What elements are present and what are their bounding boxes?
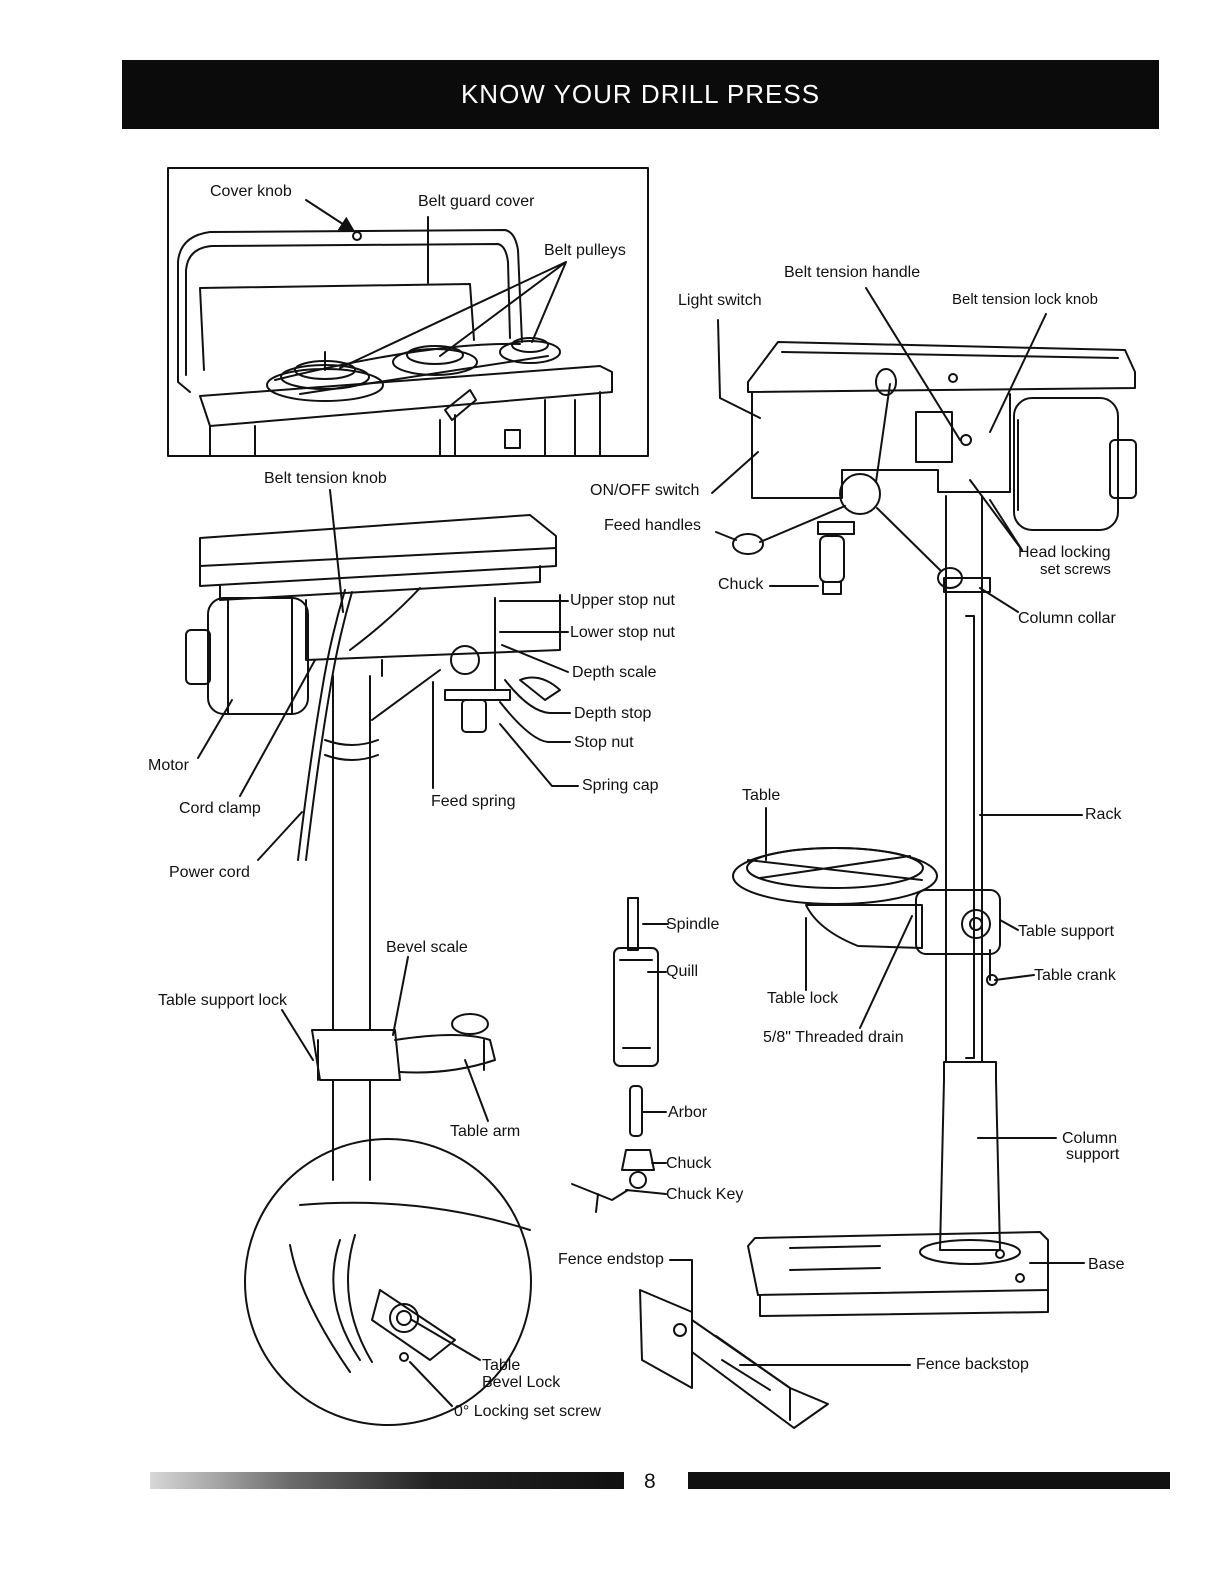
label-belt-guard-cover: Belt guard cover [418, 193, 535, 210]
label-stop-nut: Stop nut [574, 734, 634, 751]
label-table-support: Table support [1018, 923, 1115, 940]
label-belt-tension-lock-knob: Belt tension lock knob [952, 291, 1098, 308]
header-banner: KNOW YOUR DRILL PRESS [122, 60, 1159, 129]
footer-bar-left [150, 1472, 624, 1489]
label-rack: Rack [1085, 806, 1122, 823]
page-title: KNOW YOUR DRILL PRESS [460, 79, 821, 109]
label-column-support-line2: support [1066, 1146, 1120, 1163]
label-on-off-switch: ON/OFF switch [590, 482, 700, 499]
label-depth-scale: Depth scale [572, 664, 657, 681]
label-base: Base [1088, 1256, 1125, 1273]
label-belt-tension-knob: Belt tension knob [264, 470, 387, 487]
label-table-support-lock: Table support lock [158, 992, 287, 1009]
label-head-locking-line2: set screws [1040, 561, 1111, 578]
label-motor: Motor [148, 757, 189, 774]
label-arbor: Arbor [668, 1104, 708, 1121]
label-depth-stop: Depth stop [574, 705, 652, 722]
label-feed-spring: Feed spring [431, 793, 516, 810]
label-column-collar: Column collar [1018, 610, 1116, 627]
label-table-bevel-lock-line2: Bevel Lock [482, 1374, 561, 1391]
label-cord-clamp: Cord clamp [179, 800, 261, 817]
label-fence-endstop: Fence endstop [558, 1251, 664, 1268]
quill-parts [571, 897, 669, 1213]
label-power-cord: Power cord [169, 864, 250, 881]
label-fence-backstop: Fence backstop [916, 1356, 1029, 1373]
label-head-locking-line1: Head locking [1018, 544, 1111, 561]
label-chuck-top: Chuck [718, 576, 764, 593]
belt-guard-inset [167, 167, 649, 457]
label-cover-knob: Cover knob [210, 183, 292, 200]
label-table: Table [742, 787, 781, 804]
label-table-lock: Table lock [767, 990, 839, 1007]
label-spring-cap: Spring cap [582, 777, 659, 794]
footer-bar-right [688, 1472, 1170, 1489]
label-threaded-drain: 5/8" Threaded drain [763, 1029, 904, 1046]
label-table-arm: Table arm [450, 1123, 521, 1140]
label-feed-handles: Feed handles [604, 517, 701, 534]
label-chuck-key: Chuck Key [666, 1186, 744, 1203]
label-table-bevel-lock-line1: Table [482, 1357, 521, 1374]
label-table-crank: Table crank [1034, 967, 1116, 984]
label-belt-pulleys: Belt pulleys [544, 242, 626, 259]
label-lower-stop-nut: Lower stop nut [570, 624, 675, 641]
label-locking-set-screw: 0° Locking set screw [454, 1403, 601, 1420]
label-light-switch: Light switch [678, 292, 762, 309]
left-drill-press [185, 489, 579, 1426]
label-chuck: Chuck [666, 1155, 712, 1172]
page-number: 8 [644, 1470, 656, 1493]
label-spindle: Spindle [666, 916, 720, 933]
label-belt-tension-handle: Belt tension handle [784, 264, 921, 281]
label-column-support-line1: Column [1062, 1130, 1118, 1147]
right-drill-press [639, 287, 1137, 1429]
label-bevel-scale: Bevel scale [386, 939, 468, 956]
label-upper-stop-nut: Upper stop nut [570, 592, 675, 609]
label-quill: Quill [666, 963, 699, 980]
